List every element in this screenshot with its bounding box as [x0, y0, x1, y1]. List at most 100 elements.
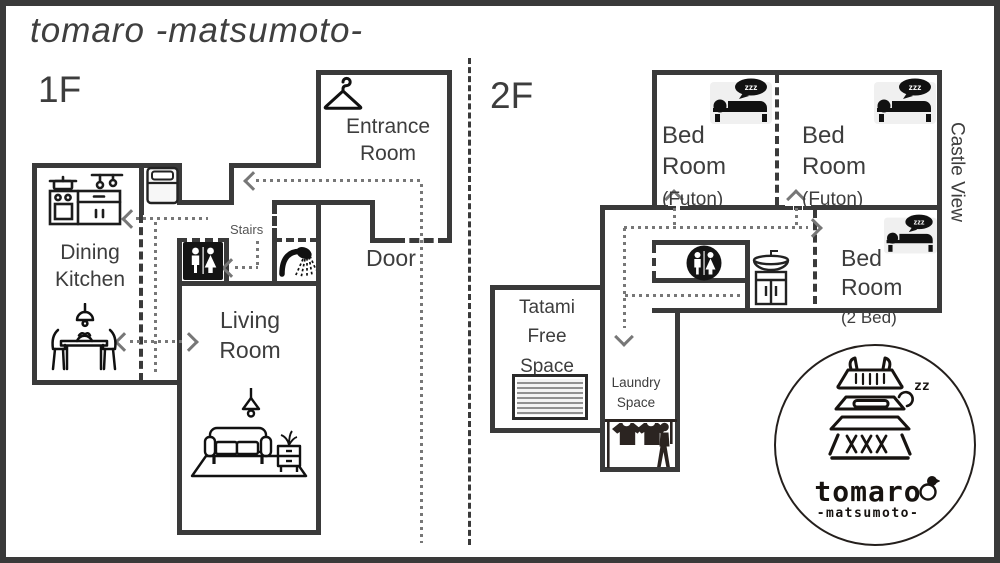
laundry-icon — [605, 419, 677, 468]
wall — [652, 240, 750, 245]
wall — [177, 238, 182, 535]
route-line — [625, 294, 743, 297]
room-label-bedroom3: Bed Room (2 Bed) — [841, 215, 902, 357]
zzz-text: zzz — [914, 217, 925, 226]
door-dashed — [668, 206, 688, 210]
route-line — [235, 266, 258, 269]
route-line — [624, 226, 808, 229]
logo-subtitle: -matsumoto- — [816, 506, 920, 521]
room-label-dining-kitchen: Dining Kitchen — [54, 241, 126, 292]
wall — [32, 163, 182, 168]
kitchen-door-dashed — [139, 215, 143, 381]
wall — [745, 240, 750, 310]
pendant-light-icon — [241, 388, 261, 418]
wall — [652, 70, 657, 210]
bedroom-divider-dashed — [775, 75, 779, 205]
wall — [224, 238, 229, 286]
wall — [652, 278, 750, 283]
shower-icon — [279, 246, 317, 279]
route-line — [795, 208, 798, 226]
wall — [652, 308, 942, 313]
wall — [688, 205, 785, 210]
route-line — [130, 340, 185, 343]
bedroom-door-dashed — [813, 210, 817, 304]
wall — [177, 200, 234, 205]
toilet-icon — [183, 242, 223, 280]
wall — [370, 238, 397, 243]
room-label-laundry: Laundry Space — [611, 375, 661, 411]
wall — [177, 163, 182, 205]
castle-logo-icon: zz — [828, 356, 929, 460]
hanger-icon — [323, 76, 363, 110]
wall — [600, 205, 605, 472]
wall — [675, 308, 680, 472]
toilet-door-dashed — [179, 238, 226, 242]
arrow-down-icon — [614, 327, 634, 347]
toilet-door-dashed — [652, 245, 656, 279]
plant-icon — [280, 430, 298, 446]
bedroom1-type: (Futon) — [662, 189, 724, 211]
wall — [272, 200, 375, 205]
page-title: tomaro -matsumoto- — [30, 11, 364, 50]
wall — [177, 281, 321, 286]
route-line — [673, 208, 676, 226]
logo-zz-text: zz — [914, 379, 929, 394]
wall — [600, 467, 680, 472]
zzz-text: zzz — [909, 82, 922, 92]
toilet-icon — [686, 245, 722, 281]
bedroom2-name: Bed Room — [802, 121, 867, 181]
kitchen-icon — [48, 173, 124, 226]
floor-label-1f: 1F — [38, 69, 82, 110]
floor-label-2f: 2F — [490, 75, 534, 116]
wall — [316, 200, 321, 535]
route-line — [256, 179, 422, 182]
room-label-bedroom1: Bed Room (Futon) — [662, 88, 726, 244]
wall — [447, 70, 452, 243]
wall — [490, 285, 605, 290]
room-label-door: Door — [366, 245, 416, 271]
wall — [316, 70, 452, 75]
bed-icon: zzz — [874, 78, 936, 124]
route-line — [623, 228, 626, 328]
bedroom1-name: Bed Room — [662, 121, 727, 181]
bedroom2-type: (Futon) — [802, 189, 864, 211]
room-label-tatami: Tatami Free Space — [519, 297, 575, 377]
wall — [229, 163, 320, 168]
tatami-mat-icon — [512, 374, 588, 420]
door-dashed — [272, 204, 277, 238]
duck-icon — [919, 476, 940, 501]
route-line — [154, 222, 157, 374]
logo-name: tomaro — [814, 475, 922, 508]
wall — [490, 428, 605, 433]
sink-icon — [752, 250, 790, 306]
label-stairs: Stairs — [230, 222, 264, 237]
wall — [652, 70, 942, 75]
route-line — [136, 217, 208, 220]
bed-icon: zzz — [710, 78, 772, 124]
route-line — [256, 241, 259, 266]
bedroom3-type: (2 Bed) — [841, 308, 897, 328]
wall — [600, 205, 668, 210]
sofa-icon — [190, 426, 308, 478]
wall — [272, 238, 277, 286]
zzz-text: zzz — [745, 82, 758, 92]
wall — [316, 70, 321, 168]
wall — [490, 285, 495, 432]
route-line — [420, 184, 423, 543]
room-label-entrance: Entrance Room — [345, 115, 431, 166]
logo-badge — [774, 344, 976, 546]
washing-machine-icon — [146, 166, 179, 205]
room-label-bedroom2: Bed Room (Futon) — [802, 88, 866, 244]
bed-icon: zzz — [884, 214, 937, 254]
wall — [32, 163, 37, 385]
room-label-living: Living Room — [219, 307, 281, 363]
door-dashed — [785, 206, 811, 210]
dining-table-icon — [51, 303, 117, 371]
label-castle-view: Castle View — [946, 122, 968, 222]
bedroom3-name: Bed Room — [841, 244, 903, 301]
wall — [811, 205, 942, 210]
arrow-right-icon — [179, 332, 199, 352]
wall — [139, 163, 144, 215]
wall — [370, 200, 375, 243]
